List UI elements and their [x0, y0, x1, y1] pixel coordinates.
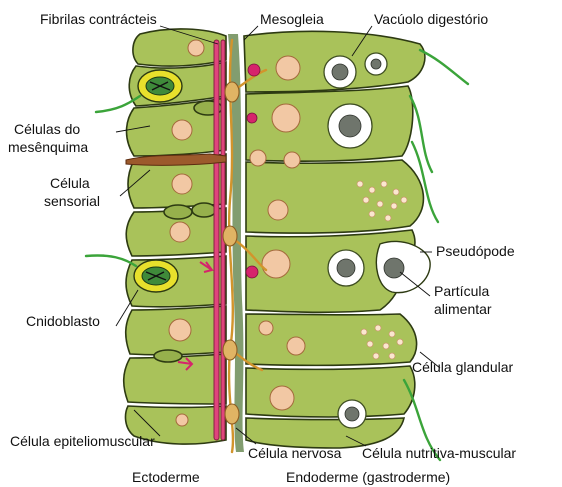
nucleus — [250, 150, 266, 166]
mesenchyme-cell — [192, 203, 216, 217]
nucleus — [284, 152, 300, 168]
nerve-cell-body — [223, 340, 237, 360]
endoderm-cell — [246, 418, 404, 448]
nucleus — [169, 319, 191, 341]
label-nervosa: Célula nervosa — [248, 445, 342, 461]
label-glandular: Célula glandular — [412, 359, 514, 375]
nucleus — [272, 104, 300, 132]
endoderm-cell — [246, 366, 415, 417]
label-epiteliomuscular: Célula epiteliomuscular — [10, 433, 155, 449]
nucleus — [262, 250, 290, 278]
label-nutritiva: Célula nutritiva-muscular — [362, 445, 516, 461]
nucleus — [268, 200, 288, 220]
food-particle — [332, 64, 348, 80]
label-sensorial-2: sensorial — [44, 193, 100, 209]
label-sensorial-1: Célula — [50, 175, 90, 191]
nerve-cell-body — [223, 226, 237, 246]
label-ectoderme: Ectoderme — [132, 469, 200, 485]
endoderm-cell — [246, 160, 423, 233]
label-mesenquima-2: mesênquima — [8, 139, 88, 155]
label-cnidoblasto: Cnidoblasto — [26, 313, 100, 329]
label-fibrilas: Fibrilas contrácteis — [40, 11, 157, 27]
nerve-cell-body — [225, 404, 239, 424]
label-mesenquima-1: Células do — [14, 121, 80, 137]
label-mesogleia: Mesogleia — [260, 11, 324, 27]
nerve-terminal — [247, 113, 257, 123]
label-particula-2: alimentar — [434, 301, 492, 317]
nerve-terminal — [246, 266, 258, 278]
label-pseudopode: Pseudópode — [436, 243, 515, 259]
ectoderm-cell — [133, 29, 226, 66]
food-particle — [337, 259, 355, 277]
food-particle — [384, 258, 404, 278]
food-particle — [339, 115, 361, 137]
nucleus — [276, 56, 300, 80]
label-endoderme: Endoderme (gastroderme) — [286, 469, 450, 485]
nucleus — [287, 337, 305, 355]
flagellum — [420, 50, 468, 84]
nucleus — [188, 40, 204, 56]
nucleus — [170, 222, 190, 242]
nucleus — [176, 414, 188, 426]
nucleus — [172, 120, 192, 140]
cnidocil — [86, 255, 136, 266]
mesenchyme-cell — [164, 205, 192, 219]
food-particle — [371, 59, 381, 69]
fibril — [214, 40, 219, 440]
endoderm-cells — [244, 31, 425, 448]
mesenchyme-cell — [154, 350, 182, 362]
nucleus — [172, 174, 192, 194]
nucleus — [270, 386, 294, 410]
label-particula-1: Partícula — [434, 283, 489, 299]
food-particle — [345, 407, 359, 421]
nerve-cell-body — [225, 82, 239, 102]
label-vacuolo: Vacúolo digestório — [374, 11, 488, 27]
nerve-terminal — [248, 64, 260, 76]
nucleus — [259, 321, 273, 335]
